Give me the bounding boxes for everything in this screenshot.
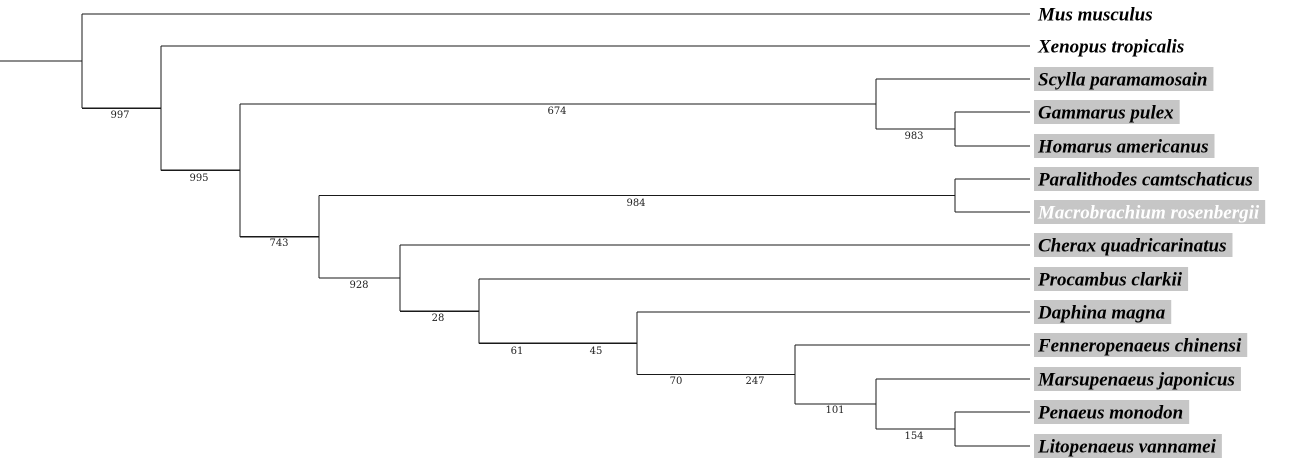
taxon-highlight <box>1034 400 1190 424</box>
support-value: 28 <box>432 313 445 324</box>
taxon-name: Fenneropenaeus chinensi <box>1037 336 1242 357</box>
support-value: 743 <box>269 238 288 249</box>
taxon-highlight <box>1034 267 1189 291</box>
taxon-highlight <box>1034 134 1215 158</box>
taxon-highlight <box>1034 367 1241 391</box>
support-value: 70 <box>670 376 683 387</box>
taxon-highlight <box>1034 100 1180 124</box>
taxon-name: Mus musculus <box>1037 5 1153 26</box>
taxon-label: Fenneropenaeus chinensi <box>1034 333 1248 357</box>
taxon-label: Litopenaeus vannamei <box>1034 434 1222 458</box>
taxon-label: Cherax quadricarinatus <box>1034 233 1233 257</box>
support-value: 995 <box>189 173 208 184</box>
taxon-label: Gammarus pulex <box>1034 100 1180 124</box>
taxon-name: Xenopus tropicalis <box>1037 37 1184 58</box>
taxon-label: Macrobrachium rosenbergii <box>1034 200 1266 224</box>
support-value: 154 <box>904 431 923 442</box>
taxon-highlight <box>1034 300 1172 324</box>
taxon-highlight <box>1034 333 1248 357</box>
taxon-highlight <box>1034 200 1266 224</box>
taxon-name: Paralithodes camtschaticus <box>1037 170 1253 191</box>
taxon-name: Marsupenaeus japonicus <box>1037 370 1235 391</box>
tree-branches <box>0 13 1030 447</box>
taxon-name: Penaeus monodon <box>1037 403 1183 424</box>
support-value: 983 <box>904 131 923 142</box>
taxon-label: Xenopus tropicalis <box>1037 37 1184 58</box>
support-value: 997 <box>110 110 129 121</box>
taxon-name: Procambus clarkii <box>1037 270 1183 291</box>
taxon-label: Paralithodes camtschaticus <box>1034 167 1259 191</box>
taxon-highlight <box>1034 434 1222 458</box>
support-values: 997 995 674 983 984 743 928 28 61 45 70 247 101 154 <box>110 106 923 442</box>
taxon-label: Homarus americanus <box>1034 134 1215 158</box>
taxon-label: Scylla paramamosain <box>1034 67 1214 91</box>
taxon-name: Scylla paramamosain <box>1038 70 1207 91</box>
support-value: 61 <box>511 346 524 357</box>
support-value: 674 <box>547 106 566 117</box>
taxon-name: Cherax quadricarinatus <box>1038 236 1226 257</box>
taxon-highlight <box>1034 67 1214 91</box>
taxon-highlight <box>1034 233 1233 257</box>
support-value: 928 <box>349 280 368 291</box>
taxon-name: Litopenaeus vannamei <box>1037 437 1217 458</box>
taxon-label: Penaeus monodon <box>1034 400 1190 424</box>
taxon-name: Homarus americanus <box>1037 137 1209 158</box>
taxon-label: Mus musculus <box>1037 5 1153 26</box>
taxon-name: Gammarus pulex <box>1038 103 1174 124</box>
support-value: 101 <box>825 405 844 416</box>
support-value: 984 <box>626 198 645 209</box>
support-value: 247 <box>745 376 764 387</box>
taxon-name: Macrobrachium rosenbergii <box>1037 203 1260 224</box>
taxon-name: Daphina magna <box>1037 303 1166 324</box>
taxon-label: Daphina magna <box>1034 300 1172 324</box>
taxon-label: Procambus clarkii <box>1034 267 1189 291</box>
taxon-label: Marsupenaeus japonicus <box>1034 367 1241 391</box>
support-value: 45 <box>590 346 603 357</box>
taxon-highlight <box>1034 167 1259 191</box>
